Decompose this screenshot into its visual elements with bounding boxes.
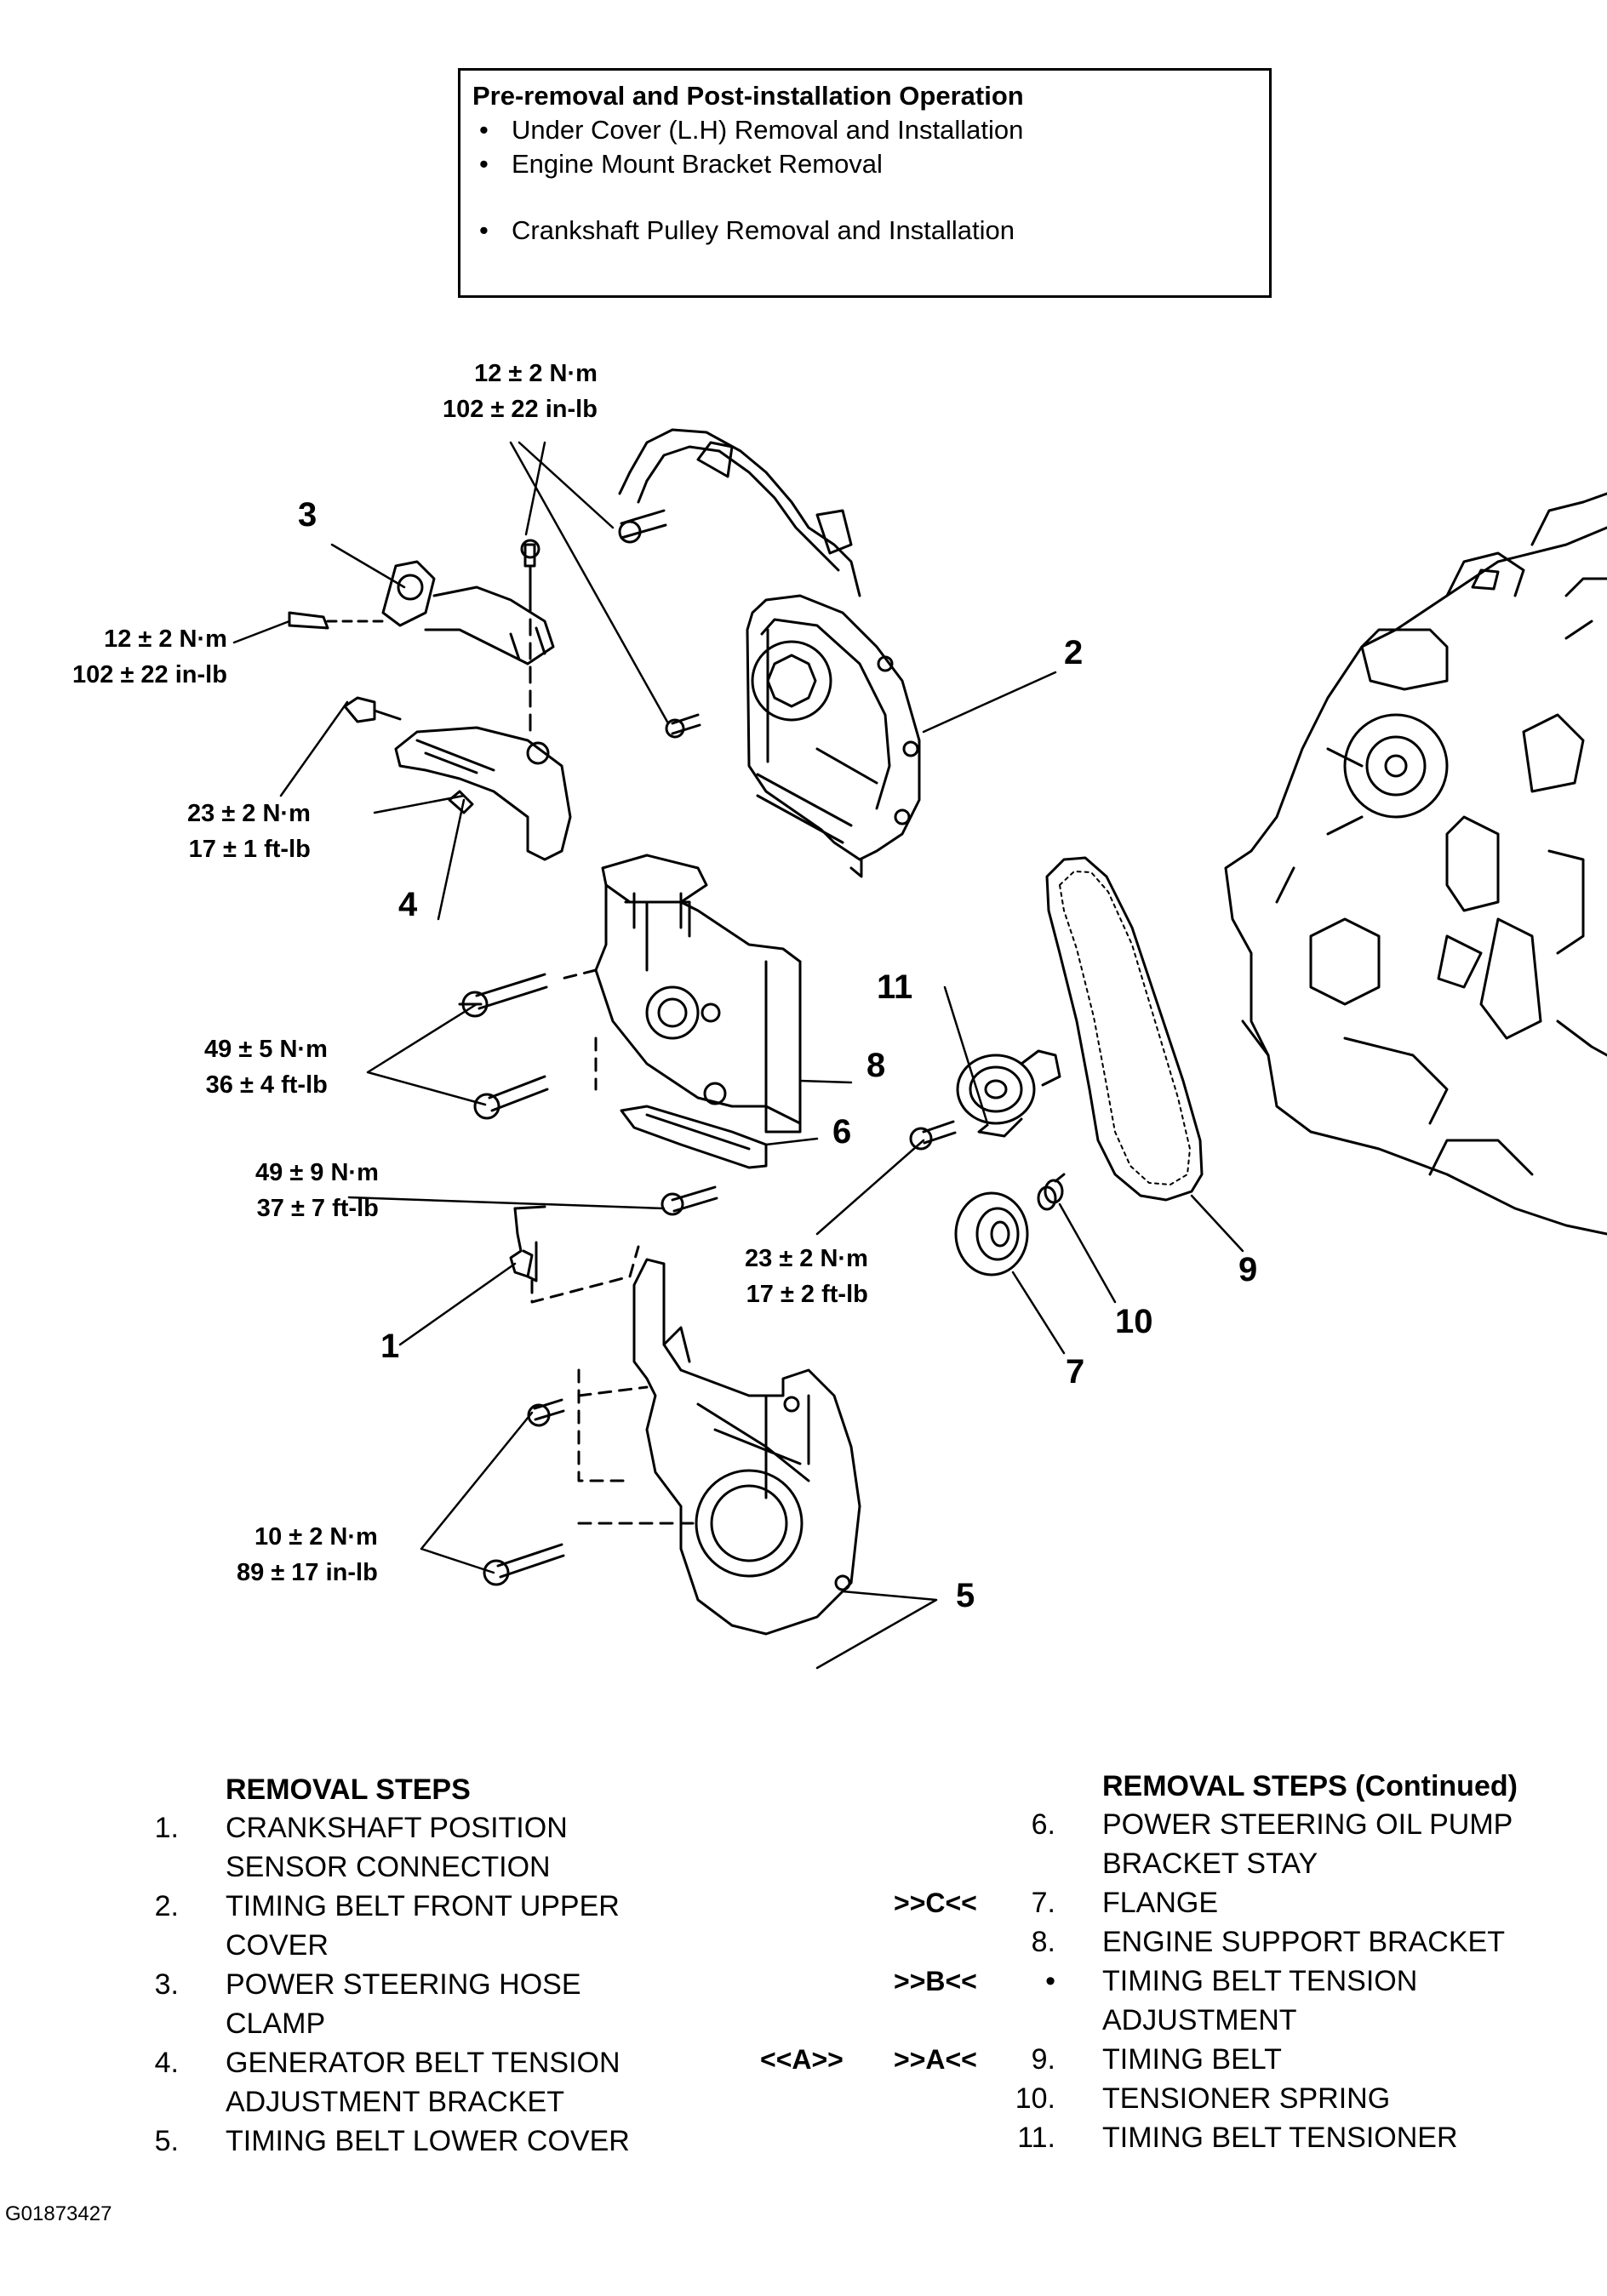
callout-4: 4 xyxy=(398,886,418,923)
operation-item: Engine Mount Bracket Removal xyxy=(472,147,1269,181)
callout-2: 2 xyxy=(1064,634,1084,671)
lower-cover-drawing xyxy=(577,1258,861,1636)
install-ref-a: >>A<< xyxy=(894,2044,977,2075)
crank-sensor-drawing xyxy=(509,1205,640,1304)
flange-drawing xyxy=(954,1191,1029,1277)
long-bolt-drawing xyxy=(458,973,549,1120)
callout-7: 7 xyxy=(1066,1353,1085,1391)
install-ref-b: >>B<< xyxy=(894,1966,977,1996)
callout-1: 1 xyxy=(380,1328,400,1365)
support-bracket-drawing xyxy=(560,854,802,1134)
removal-ref-a: <<A>> xyxy=(760,2044,844,2075)
callout-3: 3 xyxy=(298,496,317,534)
install-ref-c: >>C<< xyxy=(894,1888,977,1918)
callout-10: 10 xyxy=(1115,1303,1153,1340)
pre-removal-operation-box: Pre-removal and Post-installation Operat… xyxy=(458,68,1272,298)
figure-id: G01873427 xyxy=(5,2202,112,2225)
bolt-drawing xyxy=(520,509,701,739)
hose-clamp-drawing xyxy=(288,560,555,665)
torque-spec: 23 ± 2 N·m 17 ± 1 ft-lb xyxy=(187,800,311,863)
callout-5: 5 xyxy=(956,1577,975,1614)
engine-block-drawing xyxy=(1224,492,1607,1236)
tensioner-drawing xyxy=(909,1049,1061,1151)
leader-lines xyxy=(232,441,1244,1670)
timing-belt-drawing xyxy=(1045,856,1204,1202)
torque-spec: 10 ± 2 N·m 89 ± 17 in-lb xyxy=(237,1523,378,1586)
torque-spec: 12 ± 2 N·m 102 ± 22 in-lb xyxy=(72,625,227,688)
callout-9: 9 xyxy=(1238,1251,1258,1288)
tensioner-spring-drawing xyxy=(1037,1173,1066,1211)
lower-cover-bolt-drawing xyxy=(483,1398,565,1586)
callout-8: 8 xyxy=(866,1047,886,1084)
callout-6: 6 xyxy=(832,1113,852,1151)
operation-item: Crankshaft Pulley Removal and Installati… xyxy=(472,214,1269,248)
harness-drawing xyxy=(618,428,861,597)
torque-spec: 23 ± 2 N·m 17 ± 2 ft-lb xyxy=(745,1245,868,1308)
operation-list: Under Cover (L.H) Removal and Installati… xyxy=(472,113,1269,248)
removal-steps-title: REMOVAL STEPS xyxy=(226,1773,471,1806)
bracket-stay-drawing xyxy=(620,1105,768,1216)
adjustment-bracket-drawing xyxy=(343,594,572,861)
torque-spec: 49 ± 9 N·m 37 ± 7 ft-lb xyxy=(255,1159,379,1222)
upper-cover-drawing xyxy=(746,594,921,878)
operation-title: Pre-removal and Post-installation Operat… xyxy=(472,81,1024,111)
torque-spec: 12 ± 2 N·m 102 ± 22 in-lb xyxy=(443,360,598,423)
operation-item: Under Cover (L.H) Removal and Installati… xyxy=(472,113,1269,147)
callout-11: 11 xyxy=(877,968,913,1006)
torque-spec: 49 ± 5 N·m 36 ± 4 ft-lb xyxy=(204,1036,328,1099)
removal-steps-continued-title: REMOVAL STEPS (Continued) xyxy=(1102,1770,1518,1802)
